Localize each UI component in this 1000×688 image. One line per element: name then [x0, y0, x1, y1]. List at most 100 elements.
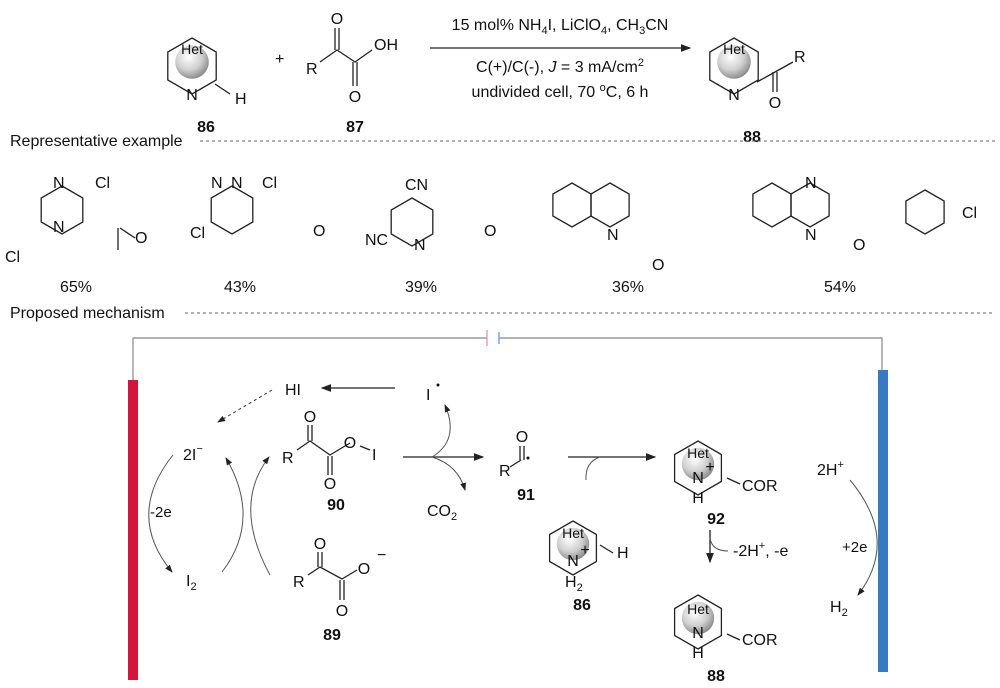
deprotonation-label: -2H+, -e	[733, 540, 788, 560]
svg-text:COR: COR	[742, 632, 778, 649]
conditions-current: C(+)/C(-), J = 3 mA/cm2	[476, 57, 644, 76]
ring	[210, 185, 254, 235]
compound-label-92: 92	[707, 511, 725, 528]
yield-label: 65%	[60, 279, 92, 296]
yield-label: 39%	[405, 279, 437, 296]
het-label: Het	[181, 41, 203, 57]
het-sphere	[717, 45, 751, 79]
r-group: R	[306, 61, 318, 78]
yield-label: 54%	[824, 279, 856, 296]
svg-text:H: H	[617, 545, 629, 562]
svg-text:O: O	[853, 237, 865, 254]
ring	[673, 440, 723, 496]
svg-text:COR: COR	[742, 478, 778, 495]
het-sphere	[175, 45, 209, 79]
svg-text:R: R	[293, 574, 305, 591]
compound-89: R O O − O 89	[293, 536, 386, 644]
svg-text:Het: Het	[562, 525, 584, 541]
svg-text:NC: NC	[365, 232, 388, 249]
cathode-wire	[499, 337, 883, 370]
compound-label-91: 91	[517, 487, 535, 504]
ring-skeletons	[40, 37, 945, 650]
svg-text:Cl: Cl	[190, 225, 205, 242]
plus-sign: +	[275, 51, 284, 68]
svg-text:CN: CN	[405, 177, 428, 194]
ring	[905, 189, 945, 235]
iodide-label: 2I−	[183, 443, 203, 464]
svg-text:O: O	[304, 409, 316, 426]
svg-text:H: H	[692, 490, 704, 507]
svg-text:Cl: Cl	[262, 175, 277, 192]
ring	[548, 520, 598, 576]
ring	[752, 182, 792, 228]
conditions-reagents: 15 mol% NH4I, LiClO4, CH3CN	[452, 17, 669, 37]
svg-text:O: O	[313, 223, 325, 240]
product-88: Het N H COR 88	[687, 601, 777, 685]
svg-text:N: N	[805, 175, 817, 192]
radical-cation-92: Het + N H COR 92	[687, 445, 777, 528]
ring	[790, 182, 830, 228]
svg-text:Cl: Cl	[5, 249, 20, 266]
svg-text:O: O	[135, 230, 147, 247]
example-3: CN NC N O 39%	[365, 177, 496, 296]
protonated-86: Het + N H2 H 86	[562, 525, 628, 614]
reactant-86: Het N H 86	[181, 41, 246, 136]
ring	[590, 182, 630, 228]
svg-text:N: N	[231, 175, 243, 192]
acyl-radical-91: O R 91	[499, 429, 535, 504]
het-sphere	[681, 447, 715, 481]
het-sphere	[556, 527, 590, 561]
cathode-reduction-label: +2e	[842, 539, 867, 556]
h2-label: H2	[565, 574, 583, 594]
compound-label-88: 88	[707, 668, 725, 685]
svg-text:N: N	[211, 175, 223, 192]
compound-label-86: 86	[197, 119, 215, 136]
svg-text:N: N	[53, 175, 65, 192]
ring	[40, 185, 84, 235]
svg-text:H: H	[692, 645, 704, 662]
ring	[390, 197, 434, 247]
svg-text:Cl: Cl	[962, 205, 977, 222]
r-group: R	[794, 49, 806, 66]
svg-text:O: O	[358, 561, 370, 578]
compound-label-86: 86	[573, 597, 591, 614]
oxygen-label: O	[331, 11, 343, 28]
oxygen-label: O	[769, 95, 781, 112]
compound-90: R O O I O 90	[282, 409, 376, 514]
svg-text:O: O	[336, 603, 348, 620]
proton-label: 2H+	[817, 459, 844, 479]
svg-text:O: O	[344, 435, 356, 452]
reactant-87: R O OH O 87	[306, 11, 398, 136]
svg-text:N: N	[692, 625, 704, 642]
iodine-label: I2	[186, 573, 197, 593]
svg-text:N: N	[567, 553, 579, 570]
svg-text:−: −	[377, 547, 386, 564]
svg-text:+: +	[705, 459, 714, 476]
co2-label: CO2	[427, 503, 457, 523]
section-heading-examples: Representative example	[10, 133, 183, 150]
anode-electrode	[128, 380, 138, 680]
svg-text:N: N	[805, 227, 817, 244]
compound-label-89: 89	[323, 627, 341, 644]
svg-text:O: O	[652, 257, 664, 274]
svg-text:Het: Het	[687, 601, 709, 617]
conditions-cell: undivided cell, 70 oC, 6 h	[472, 82, 649, 101]
svg-text:O: O	[324, 476, 336, 493]
hydrogen-label: H	[235, 91, 247, 108]
anode-oxidation-label: -2e	[150, 504, 172, 521]
compound-label-88: 88	[743, 129, 761, 146]
svg-text:Cl: Cl	[95, 175, 110, 192]
yield-label: 36%	[612, 279, 644, 296]
compound-label-90: 90	[327, 497, 345, 514]
nitrogen-label: N	[186, 87, 198, 104]
ring	[709, 37, 759, 95]
ring	[167, 37, 217, 95]
hi-label: HI	[285, 382, 301, 399]
svg-text:N: N	[53, 219, 65, 236]
ring	[552, 182, 592, 228]
nitrogen-label: N	[728, 87, 740, 104]
svg-text:O: O	[484, 223, 496, 240]
svg-text:N: N	[692, 470, 704, 487]
